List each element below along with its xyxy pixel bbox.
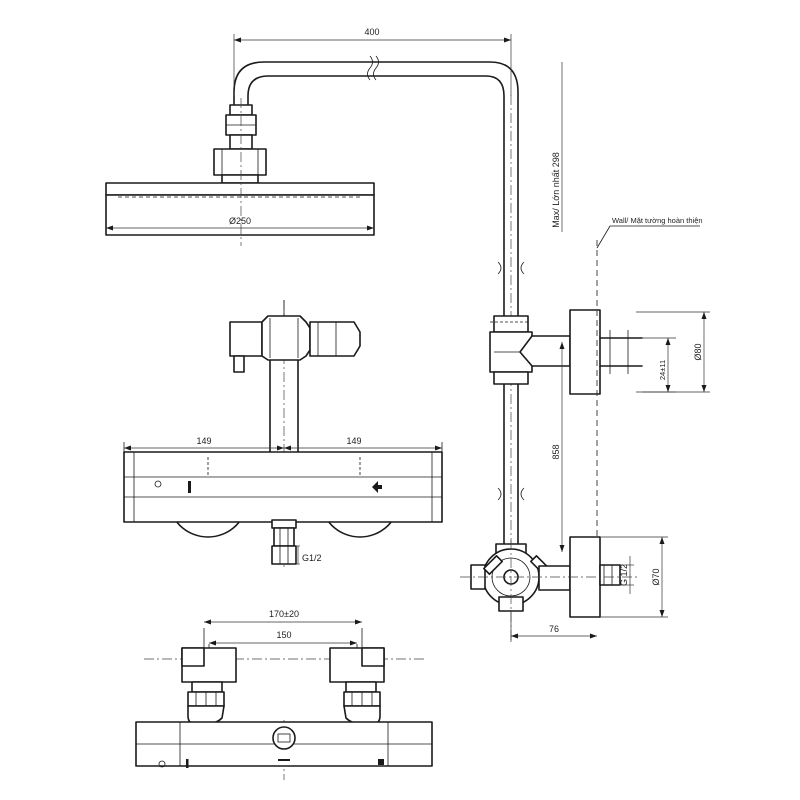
diverter-assembly: G 1/2 Ø70 76 [460, 536, 668, 642]
diverter-thread-label: G 1/2 [619, 564, 629, 586]
mixer-centers-range-label: 170±20 [269, 609, 299, 619]
mixer-right-width-label: 149 [346, 436, 361, 446]
riser-rail: Ø80 24±11 Max/ Lớn nhất 298 858 Wall/ Mặ… [489, 62, 710, 620]
wall-label: Wall/ Mặt tường hoàn thiện [612, 216, 703, 225]
riser-length-label: 858 [551, 444, 561, 459]
shower-head-diameter-label: Ø250 [229, 216, 251, 226]
mixer-left-width-label: 149 [196, 436, 211, 446]
diverter-diameter-label: Ø70 [651, 568, 661, 585]
mixer-front-view: 149 149 G1/2 [123, 300, 443, 568]
mixer-centers-label: 150 [276, 630, 291, 640]
bracket-diameter-label: Ø80 [693, 343, 703, 360]
shower-head-assembly: Ø250 400 [105, 27, 519, 323]
bracket-screw-label: 24±11 [658, 360, 667, 380]
mixer-outlet-thread-label: G1/2 [302, 553, 322, 563]
arm-length-label: 400 [364, 27, 379, 37]
diverter-depth-label: 76 [549, 624, 559, 634]
riser-height-label: Max/ Lớn nhất 298 [551, 152, 561, 227]
mixer-top-view: 170±20 150 [135, 609, 433, 780]
